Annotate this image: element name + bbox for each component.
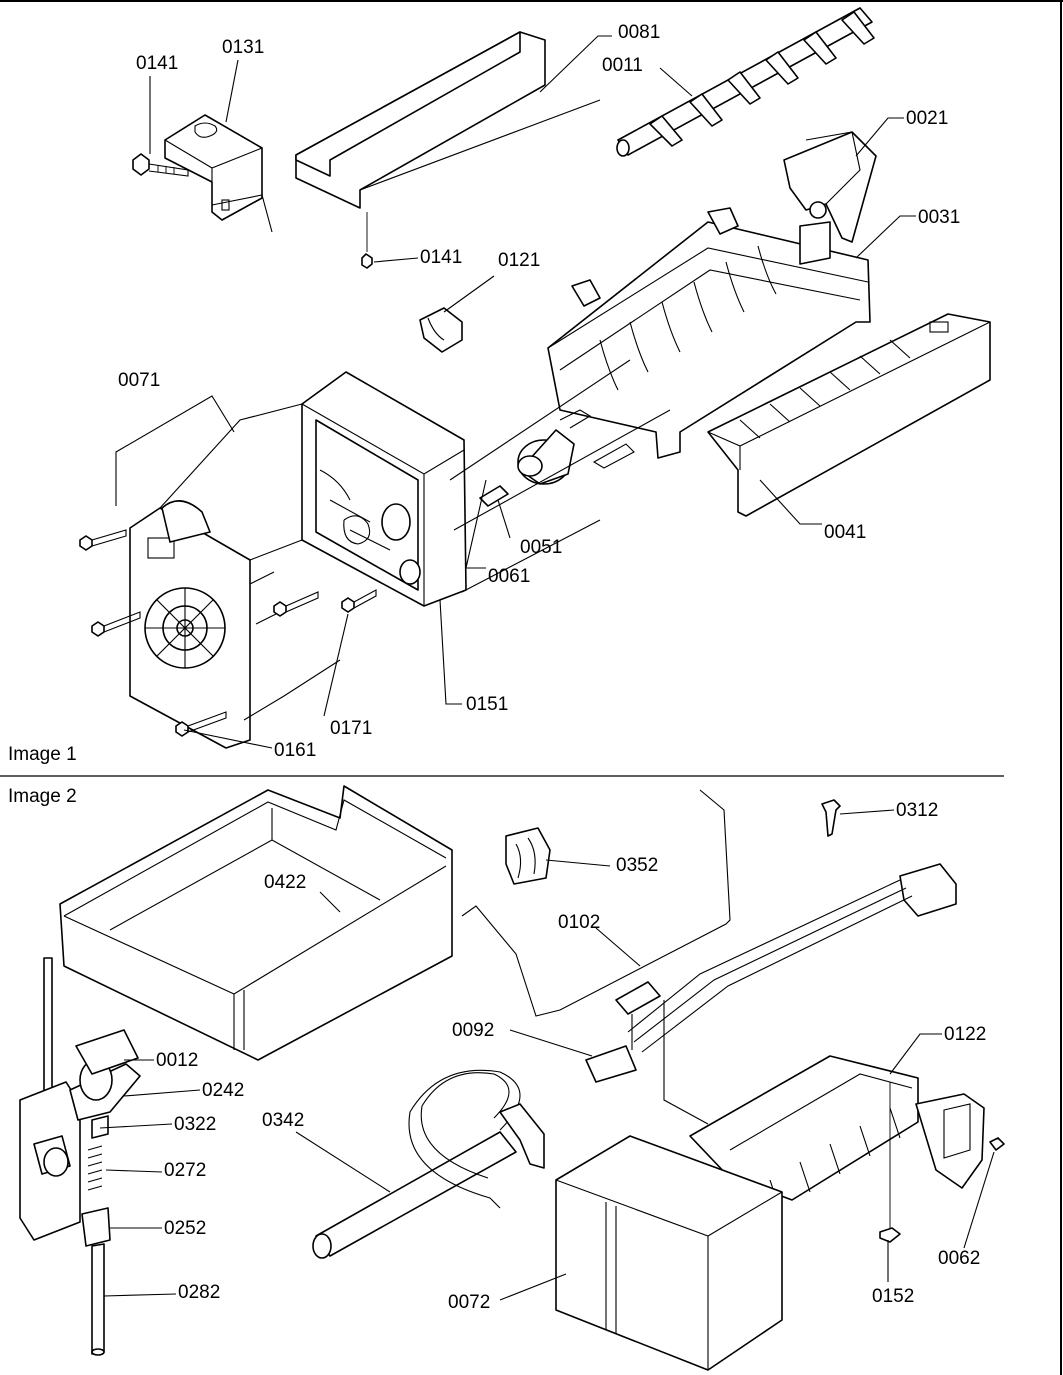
clip-0121 [419,307,463,353]
label-0012: 0012 [156,1050,198,1071]
labels-image1: 0141 0131 0081 0011 0021 0031 0141 0121 … [118,22,960,761]
label-0342: 0342 [262,1110,304,1131]
ejector-shaft-0011 [616,7,875,157]
shield-0041 [707,313,991,517]
label-0081: 0081 [618,22,660,43]
feeler-arm-0102 [461,789,731,1017]
screws-0151-0161-0171 [79,529,377,737]
label-0122: 0122 [944,1024,986,1045]
label-0422: 0422 [264,872,306,893]
label-0041: 0041 [824,522,866,543]
label-0171: 0171 [330,718,372,739]
image2-section: Image 2 [8,785,1005,1371]
end-cap-0021 [783,131,877,243]
label-0131: 0131 [222,37,264,58]
label-0282: 0282 [178,1282,220,1303]
label-0141-small: 0141 [420,247,462,268]
cover-plate-0081 [295,31,601,209]
front-cover-0072 [555,1135,783,1371]
label-0021: 0021 [906,108,948,129]
screw-0141-small [361,212,373,269]
label-0072: 0072 [448,1292,490,1313]
bracket-0131 [164,114,273,233]
label-0121: 0121 [498,250,540,271]
label-0312: 0312 [896,800,938,821]
label-0071: 0071 [118,370,160,391]
wire-harness-0092 [585,863,957,1125]
module-housing-0071 [129,359,671,749]
label-0161: 0161 [274,740,316,761]
label-0051: 0051 [520,537,562,558]
caption-image2: Image 2 [8,786,77,807]
clip-0352 [505,827,551,885]
label-0141: 0141 [136,53,178,74]
label-0151: 0151 [466,694,508,715]
screw-0141 [132,153,189,177]
label-0092: 0092 [452,1020,494,1041]
label-0242: 0242 [202,1080,244,1101]
ice-bin-0422 [59,785,453,1061]
label-0322: 0322 [174,1114,216,1135]
image1-section: 0141 0131 0081 0011 0021 0031 0141 0121 … [8,7,991,765]
leaders-image2 [99,809,995,1301]
label-0062: 0062 [938,1248,980,1269]
thermostat-0051 [479,409,635,507]
label-0352: 0352 [616,855,658,876]
caption-image1: Image 1 [8,744,77,765]
fill-tube-0342 [312,1069,545,1259]
label-0272: 0272 [164,1160,206,1181]
labels-image2: 0312 0352 0422 0102 0092 0122 0012 0242 … [156,800,986,1313]
label-0152: 0152 [872,1286,914,1307]
ice-mold-0031 [547,207,871,459]
label-0252: 0252 [164,1218,206,1239]
label-0061: 0061 [488,566,530,587]
label-0011: 0011 [602,55,643,76]
label-0031: 0031 [918,207,960,228]
screw-0312 [821,799,841,837]
water-valve-assembly [19,957,141,1356]
leaders-image1 [115,35,916,749]
label-0102: 0102 [558,912,600,933]
